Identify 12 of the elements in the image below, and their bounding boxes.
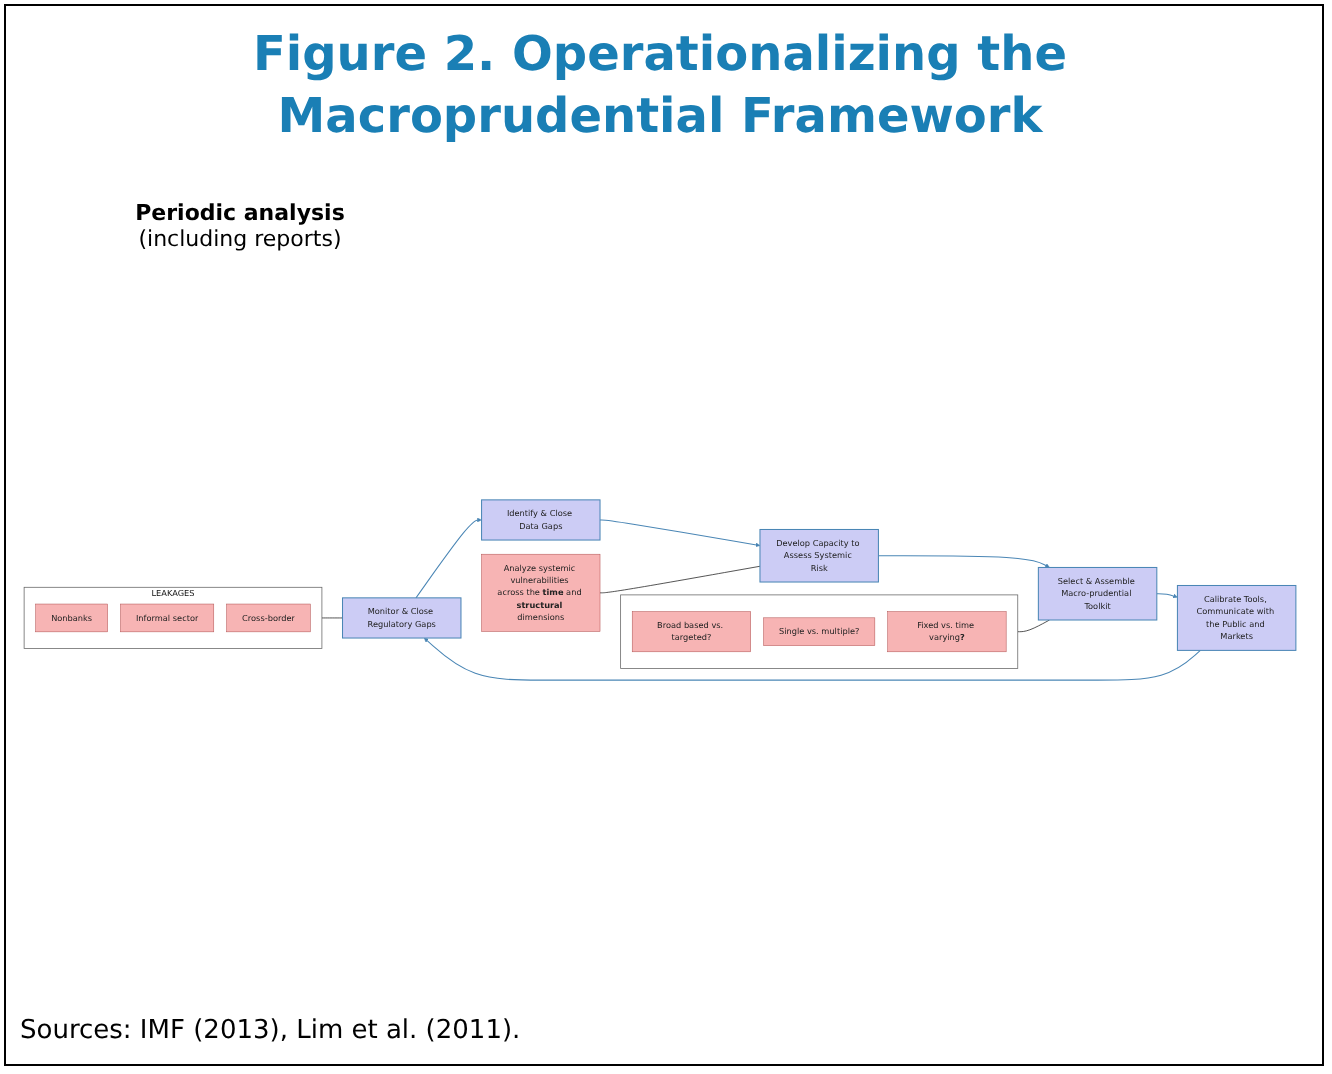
arrow — [877, 555, 1050, 568]
annotation-heading: Periodic analysis — [133, 200, 347, 226]
arrow — [1156, 593, 1178, 599]
figure-title: Figure 2. Operationalizing the Macroprudential Framework — [251, 24, 1069, 148]
annotation-note: (including reports) — [136, 226, 344, 252]
arrow — [599, 519, 761, 548]
source-note: Sources: IMF (2013), Lim et al. (2011). — [20, 1016, 521, 1046]
arrow — [415, 517, 482, 599]
arrow — [424, 637, 1201, 681]
connector — [599, 565, 761, 594]
connector — [1017, 619, 1050, 633]
cluster — [620, 594, 1019, 669]
